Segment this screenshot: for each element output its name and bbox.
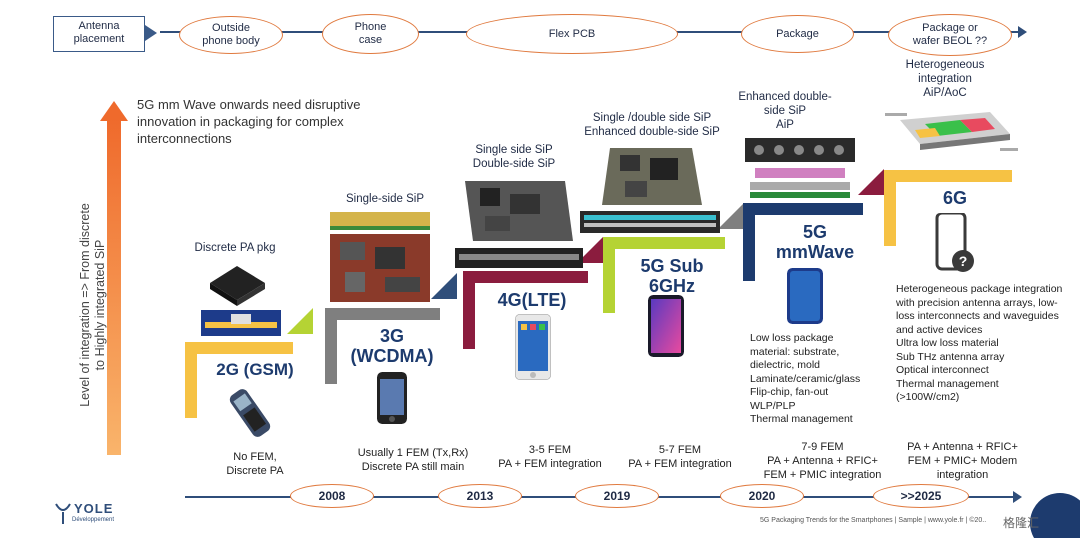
stage-package: Package <box>741 15 854 53</box>
step-4g-horizontal <box>463 271 588 283</box>
timeline-arrow-icon <box>1013 491 1022 503</box>
stage-package-wafer-beol: Package or wafer BEOL ?? <box>888 14 1012 56</box>
pkg-title-5gsub6: Single /double side SiP Enhanced double-… <box>584 112 720 138</box>
gen-label-4g: 4G(LTE) <box>497 290 567 310</box>
step-6g-horizontal <box>884 170 1012 182</box>
step-5gmm-vertical <box>743 203 755 281</box>
step-3g-triangle <box>431 273 457 299</box>
step-3g-horizontal <box>325 308 440 320</box>
phone-5gsub6-image <box>648 295 684 357</box>
step-2g-vertical <box>185 342 197 418</box>
pkg-title-4g: Single side SiP Double-side SiP <box>472 144 556 170</box>
watermark: 格隆汇 <box>1003 516 1040 530</box>
caption-3g: Usually 1 FEM (Tx,Rx) Discrete PA still … <box>357 447 469 473</box>
caption-4g: 3-5 FEM PA + FEM integration <box>498 444 602 470</box>
step-5gmm-horizontal <box>743 203 863 215</box>
phone-5gmm-image <box>787 268 823 324</box>
year-2020: 2020 <box>720 484 804 508</box>
caption-2g: No FEM, Discrete PA <box>226 451 284 477</box>
corner-circle <box>1030 493 1080 538</box>
yole-logo-mark <box>55 503 71 524</box>
caption-5gmm: 7-9 FEM PA + Antenna + RFIC+ FEM + PMIC … <box>763 441 882 481</box>
mmwave-notes: Low loss package material: substrate, di… <box>750 332 861 425</box>
year-2025: >>2025 <box>873 484 969 508</box>
integration-arrow <box>107 118 121 455</box>
yole-logo: YOLE <box>74 501 114 516</box>
pkg-title-5gmm: Enhanced double- side SiP AiP <box>738 91 832 131</box>
phone-2g-image <box>229 389 271 437</box>
substrate-cross-section-2g <box>201 310 281 336</box>
phone-3g-image <box>377 372 407 424</box>
integration-arrow-head-icon <box>100 101 128 121</box>
year-2013: 2013 <box>438 484 522 508</box>
sip-board-4g-image <box>455 181 583 268</box>
top-bar-arrow-icon <box>1018 26 1027 38</box>
step-6g-vertical <box>884 170 896 246</box>
step-5gsub6-vertical <box>603 237 615 313</box>
antenna-arrow-icon <box>145 25 157 41</box>
intro-text: 5G mm Wave onwards need disruptive innov… <box>137 97 361 146</box>
antenna-placement-box: Antenna placement <box>53 16 145 52</box>
axis-label: Level of integration => From discrete to… <box>78 203 107 407</box>
stage-flex-pcb: Flex PCB <box>466 14 678 54</box>
stage-outside-phone-body: Outside phone body <box>179 16 283 54</box>
pkg-title-2g: Discrete PA pkg <box>194 242 276 254</box>
qfn-chip-image <box>210 266 265 306</box>
phone-6g-image: ? <box>935 213 974 272</box>
caption-6g: PA + Antenna + RFIC+ FEM + PMIC+ Modem i… <box>907 441 1018 481</box>
phone-4g-image <box>515 314 551 380</box>
svg-text:?: ? <box>959 253 968 269</box>
caption-5gsub6: 5-7 FEM PA + FEM integration <box>628 444 732 470</box>
step-5gmm-triangle <box>858 169 884 195</box>
year-2019: 2019 <box>575 484 659 508</box>
step-2g-horizontal <box>185 342 293 354</box>
step-4g-vertical <box>463 271 475 349</box>
pkg-title-3g: Single-side SiP <box>346 193 424 205</box>
aip-module-image <box>745 138 855 198</box>
gen-label-2g: 2G (GSM) <box>216 360 294 379</box>
gen-label-5gmm: 5G mmWave <box>775 222 855 262</box>
sip-board-3g-image <box>330 212 430 302</box>
step-3g-vertical <box>325 308 337 384</box>
sip-board-5gsub6-image <box>580 148 720 233</box>
stage-phone-case: Phone case <box>322 14 419 54</box>
gen-label-6g: 6G <box>942 188 967 208</box>
yole-logo-sub: Développement <box>72 517 115 523</box>
gen-label-5gsub6: 5G Sub 6GHz <box>640 256 704 296</box>
step-5gsub6-horizontal <box>603 237 725 249</box>
pkg-title-6g: Heterogeneous integration AiP/AoC <box>905 59 985 99</box>
gen-label-3g: 3G (WCDMA) <box>350 326 434 366</box>
step-5gsub6-triangle <box>718 203 744 229</box>
footer-text: 5G Packaging Trends for the Smartphones … <box>760 517 987 524</box>
heterogeneous-package-image <box>885 112 1018 151</box>
year-2008: 2008 <box>290 484 374 508</box>
6g-notes: Heterogeneous package integration with p… <box>896 283 1063 403</box>
step-2g-triangle <box>287 308 313 334</box>
